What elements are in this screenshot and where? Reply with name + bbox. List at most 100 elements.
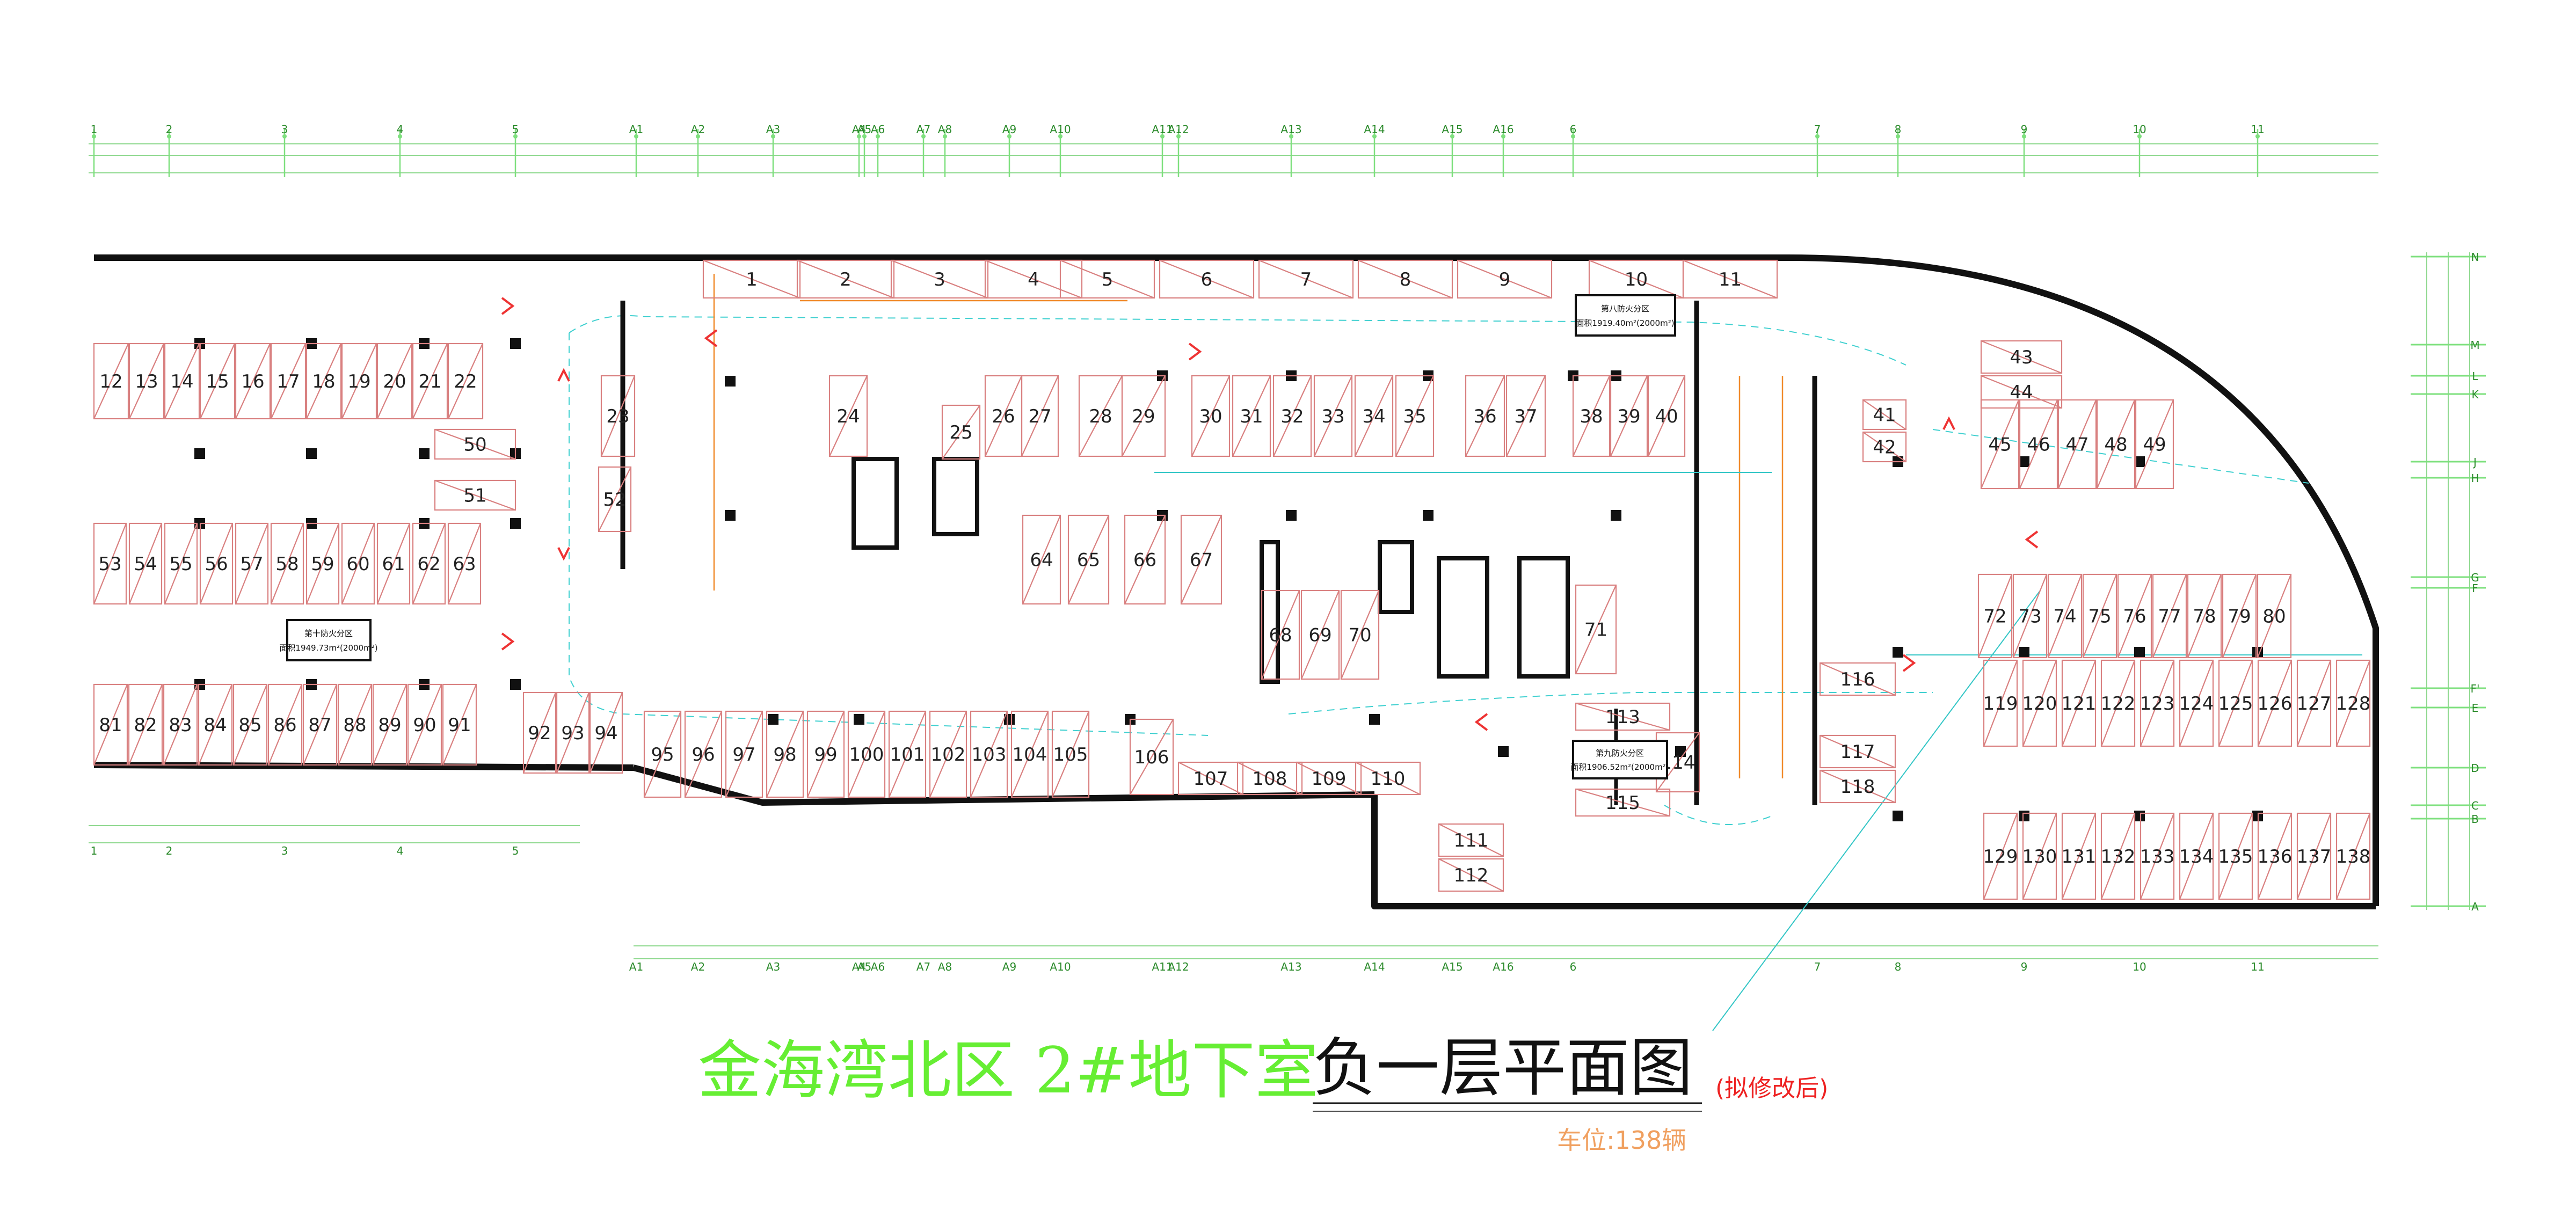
parking-stall: 94 <box>589 691 623 774</box>
grid-axis-label: 4 <box>397 123 404 136</box>
parking-stall: 77 <box>2152 573 2187 659</box>
parking-stall: 18 <box>305 342 342 420</box>
parking-stall: 47 <box>2057 399 2097 490</box>
stall-number: 71 <box>1584 619 1607 641</box>
stall-number: 85 <box>238 715 261 736</box>
stall-number: 37 <box>1514 406 1537 427</box>
parking-stall: 84 <box>198 683 233 766</box>
parking-stall: 96 <box>684 710 723 798</box>
stall-number: 80 <box>2262 606 2286 628</box>
parking-stall: 108 <box>1236 761 1303 796</box>
stall-number: 22 <box>454 371 477 392</box>
parking-stall: 52 <box>598 466 632 533</box>
grid-axis-label: A10 <box>1050 960 1071 973</box>
parking-stall: 116 <box>1819 662 1896 696</box>
parking-stall: 132 <box>2101 812 2135 900</box>
stall-number: 66 <box>1133 550 1156 571</box>
stall-number: 134 <box>2179 846 2214 868</box>
stall-number: 6 <box>1201 269 1213 290</box>
stall-number: 88 <box>343 715 366 736</box>
parking-stall: 79 <box>2222 573 2257 659</box>
stall-number: 34 <box>1362 406 1385 427</box>
stall-number: 18 <box>312 371 335 392</box>
parking-stall: 63 <box>447 522 482 605</box>
stall-number: 53 <box>98 553 121 575</box>
parking-stall: 2 <box>796 259 895 299</box>
stall-number: 127 <box>2297 693 2332 715</box>
grid-axis-label: A3 <box>766 960 780 973</box>
parking-stall: 24 <box>828 375 868 457</box>
drawing-title: 负一层平面图 <box>1313 1031 1693 1105</box>
outer-wall-curve <box>1787 254 2379 906</box>
stall-number: 13 <box>135 371 158 392</box>
grid-axis-label: A9 <box>1002 960 1016 973</box>
outer-wall-bottom-mid <box>632 764 1375 806</box>
parking-stall: 129 <box>1983 812 2018 900</box>
stall-number: 31 <box>1240 406 1263 427</box>
parking-stall: 19 <box>341 342 377 420</box>
parking-stall: 122 <box>2101 659 2135 747</box>
parking-stall: 82 <box>128 683 163 766</box>
grid-axis-label: A11 <box>1152 960 1173 973</box>
parking-stall: 43 <box>1980 340 2063 374</box>
stall-number: 32 <box>1280 406 1304 427</box>
stall-number: 117 <box>1840 741 1875 763</box>
stall-number: 68 <box>1269 625 1292 646</box>
grid-axis-label: E <box>2472 702 2479 715</box>
stall-number: 118 <box>1840 776 1875 798</box>
title-block: 金海湾北区 2#地下室 负一层平面图 (拟修改后) 车位:138辆 <box>698 1031 1828 1155</box>
stall-number: 108 <box>1253 768 1287 790</box>
stall-number: 64 <box>1030 550 1053 571</box>
parking-stall: 80 <box>2257 573 2292 659</box>
parking-stall: 13 <box>128 342 165 420</box>
stall-number: 61 <box>382 553 405 575</box>
stall-number: 27 <box>1028 406 1051 427</box>
stall-number: 4 <box>1028 269 1039 290</box>
stall-number: 75 <box>2088 606 2111 628</box>
stall-number: 39 <box>1617 406 1640 427</box>
stall-number: 9 <box>1499 269 1511 290</box>
grid-axis-label: 8 <box>1895 123 1902 136</box>
grid-axis-label: A14 <box>1364 123 1385 136</box>
grid-axis-label: C <box>2471 799 2479 812</box>
parking-stall: 37 <box>1505 375 1546 457</box>
parking-stall: 71 <box>1575 584 1617 675</box>
grid-axis-label: 11 <box>2251 123 2264 136</box>
parking-stall: 118 <box>1819 769 1896 804</box>
stall-number: 60 <box>346 553 369 575</box>
stall-number: 97 <box>732 744 755 766</box>
parking-stall: 23 <box>600 375 636 457</box>
stall-number: 124 <box>2179 693 2214 715</box>
stall-number: 3 <box>934 269 945 290</box>
outer-wall-bottom-right <box>1371 794 2376 909</box>
grid-axis-label: 9 <box>2021 123 2028 136</box>
stall-number: 79 <box>2228 606 2251 628</box>
grid-axis-label: F <box>2472 582 2478 595</box>
grid-axis-label: A8 <box>938 123 952 136</box>
grid-axis-label: D <box>2471 762 2479 775</box>
parking-stall: 12 <box>93 342 129 420</box>
parking-stall: 59 <box>305 522 340 605</box>
stall-number: 100 <box>849 744 884 766</box>
parking-stall: 11 <box>1682 259 1778 299</box>
stall-number: 72 <box>1983 606 2006 628</box>
parking-stall: 123 <box>2140 659 2174 747</box>
stall-number: 36 <box>1473 406 1496 427</box>
grid-axis-label: A7 <box>916 123 930 136</box>
parking-stall: 25 <box>941 404 981 460</box>
parking-stall: 48 <box>2096 399 2136 490</box>
grid-axis-label: 2 <box>166 844 173 857</box>
parking-stall: 28 <box>1078 375 1123 457</box>
parking-stall: 17 <box>270 342 307 420</box>
stall-number: 59 <box>311 553 334 575</box>
grid-axis-label: A5 <box>857 123 871 136</box>
parking-stall: 97 <box>725 710 763 798</box>
stall-number: 69 <box>1308 625 1331 646</box>
stall-number: 52 <box>603 489 626 511</box>
grid-axis-label: L <box>2472 370 2478 383</box>
stall-number: 105 <box>1053 744 1088 766</box>
parking-stall: 134 <box>2179 812 2214 900</box>
stall-number: 57 <box>240 553 263 575</box>
stall-number: 125 <box>2218 693 2253 715</box>
